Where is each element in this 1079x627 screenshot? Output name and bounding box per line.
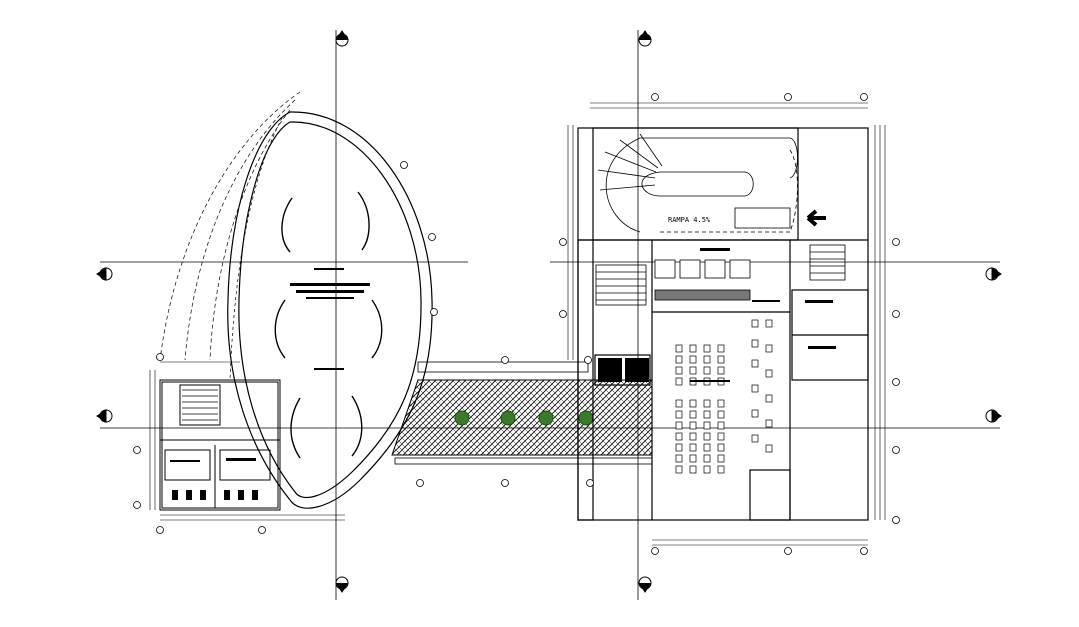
oval-auditorium bbox=[159, 91, 433, 509]
right-dimension-lines bbox=[567, 102, 886, 546]
left-service-block bbox=[159, 379, 281, 511]
grid-bubbles bbox=[133, 93, 900, 555]
stair-icon bbox=[182, 389, 218, 421]
auditorium-labels bbox=[290, 268, 370, 370]
ramp-label: RAMPA 4.5% bbox=[668, 207, 791, 229]
ramp-text: RAMPA 4.5% bbox=[668, 216, 711, 224]
toilet-fixtures bbox=[170, 458, 258, 500]
axis-lines bbox=[100, 30, 1000, 600]
booth-row bbox=[654, 259, 751, 301]
room-labels bbox=[598, 248, 836, 382]
right-building bbox=[577, 127, 869, 521]
stair-icon bbox=[597, 133, 798, 233]
tree-icon bbox=[454, 410, 594, 426]
section-marker-icon bbox=[96, 30, 1002, 593]
stair-icon bbox=[595, 244, 846, 306]
left-dimension-lines bbox=[149, 361, 345, 521]
seating-grid bbox=[675, 319, 773, 474]
arrow-icon bbox=[806, 209, 826, 227]
